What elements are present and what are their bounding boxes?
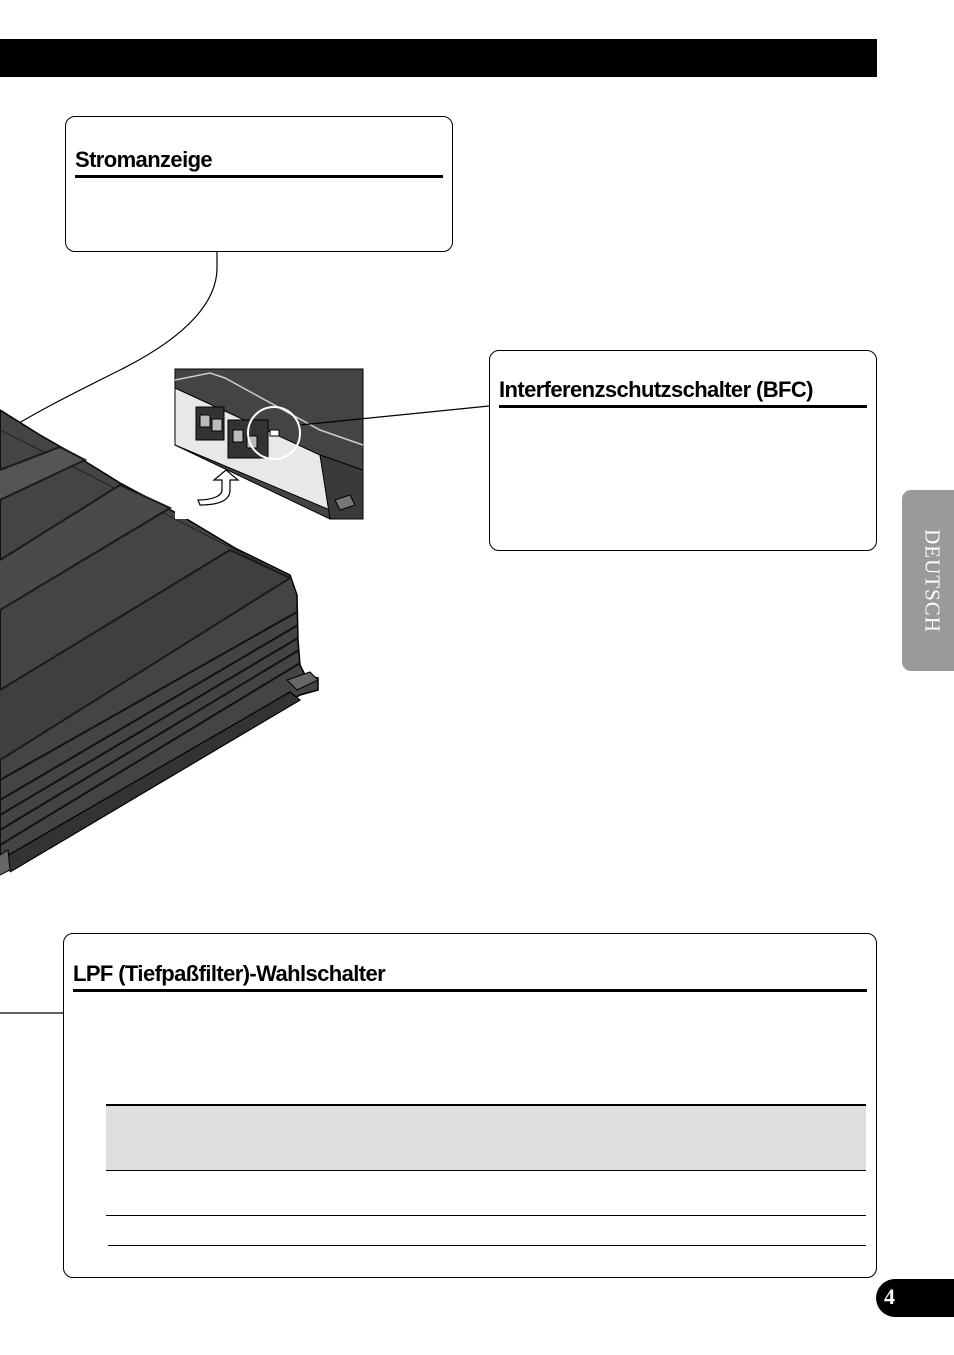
bfc-switch-title: Interferenzschutzschalter (BFC) — [499, 377, 867, 408]
page-number-badge: 4 — [876, 1279, 954, 1317]
bfc-switch-callout: Interferenzschutzschalter (BFC) — [489, 350, 877, 551]
page-number: 4 — [884, 1284, 895, 1309]
lpf-table-row — [106, 1171, 866, 1216]
language-tab: DEUTSCH — [902, 490, 954, 671]
language-tab-label: DEUTSCH — [920, 528, 945, 633]
lpf-table-row — [108, 1216, 866, 1246]
lpf-table-header — [106, 1104, 866, 1171]
lpf-switch-title: LPF (Tiefpaßfilter)-Wahlschalter — [73, 961, 867, 992]
power-indicator-title: Stromanzeige — [75, 147, 443, 178]
lpf-switch-callout: LPF (Tiefpaßfilter)-Wahlschalter — [63, 933, 877, 1278]
lpf-table — [106, 1104, 866, 1246]
header-bar — [0, 39, 877, 77]
power-indicator-callout: Stromanzeige — [65, 116, 453, 252]
